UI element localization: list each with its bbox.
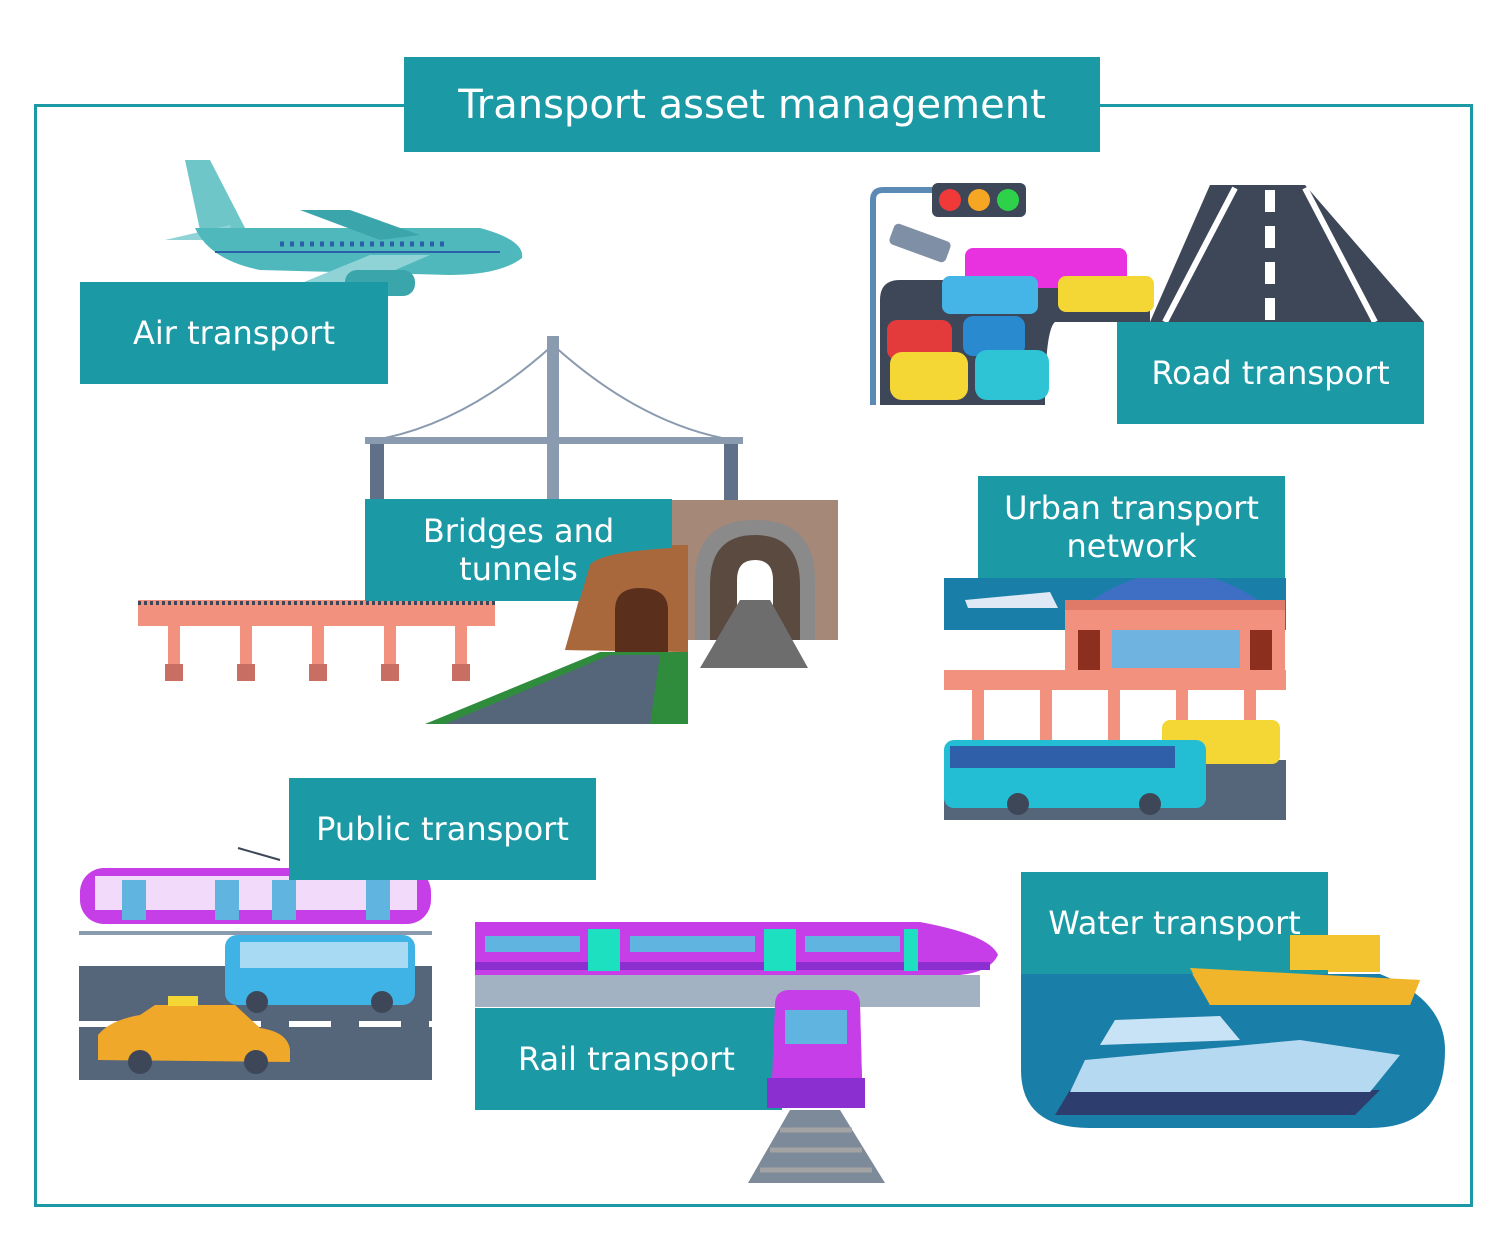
label-bridges-text: Bridges and tunnels <box>422 512 615 588</box>
label-urban-text: Urban transport network <box>1004 489 1259 565</box>
label-rail-transport: Rail transport <box>475 1008 782 1110</box>
suspension-bridge-icon <box>138 336 743 681</box>
tram-icon <box>79 847 432 935</box>
label-urban-transport-network: Urban transport network <box>978 476 1285 578</box>
traffic-light-icon <box>870 183 1026 405</box>
label-public-transport: Public transport <box>289 778 596 880</box>
cars-icon <box>887 248 1154 400</box>
urban-network-icon <box>944 572 1286 820</box>
diagram-title: Transport asset management <box>404 57 1100 152</box>
label-bridges-and-tunnels: Bridges and tunnels <box>365 499 672 601</box>
label-air-transport: Air transport <box>80 282 388 384</box>
label-road-transport: Road transport <box>1117 322 1424 424</box>
monorail-icon <box>475 922 998 1007</box>
label-water-transport: Water transport <box>1021 872 1328 974</box>
airplane-icon <box>165 160 523 298</box>
bus-taxi-icon <box>79 935 432 1080</box>
